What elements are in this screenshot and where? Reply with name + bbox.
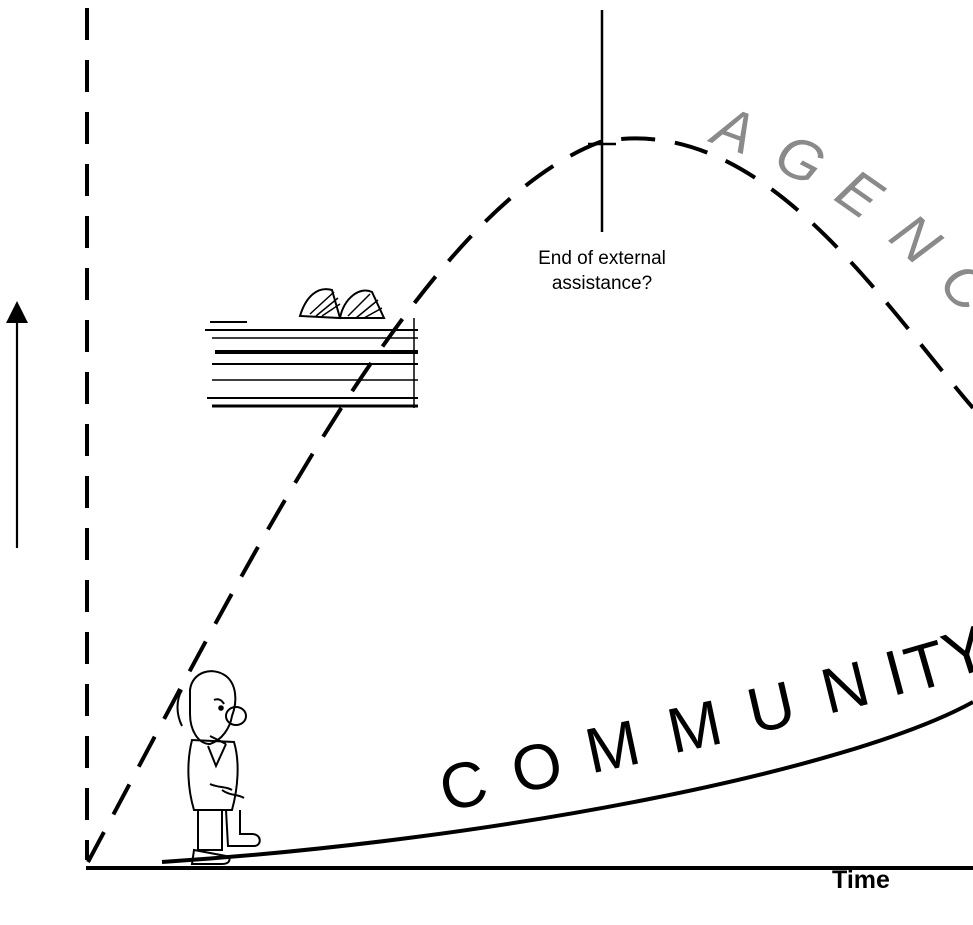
- agency-label: A G E N C: [702, 92, 973, 325]
- svg-text:M: M: [579, 706, 646, 788]
- agency-office-illustration: [205, 288, 418, 408]
- svg-text:O: O: [504, 726, 569, 807]
- svg-text:M: M: [661, 686, 728, 768]
- agency-curve: [86, 136, 973, 863]
- svg-text:G: G: [765, 120, 835, 199]
- elderly-man-illustration: [176, 670, 261, 865]
- svg-text:C: C: [432, 745, 494, 826]
- svg-text:A: A: [702, 92, 763, 167]
- svg-text:C: C: [927, 250, 973, 325]
- annotation-line-2: assistance?: [551, 273, 653, 294]
- end-of-assistance-annotation: End of external assistance?: [492, 246, 712, 296]
- svg-text:U: U: [740, 667, 801, 748]
- community-label: C O M M U N I T Y: [432, 611, 973, 826]
- svg-text:E: E: [825, 156, 895, 232]
- community-curve: [161, 700, 973, 864]
- x-axis-label: Time: [832, 866, 890, 894]
- annotation-line-1: End of external: [538, 248, 666, 269]
- svg-text:N: N: [878, 201, 953, 277]
- svg-text:N: N: [814, 647, 876, 728]
